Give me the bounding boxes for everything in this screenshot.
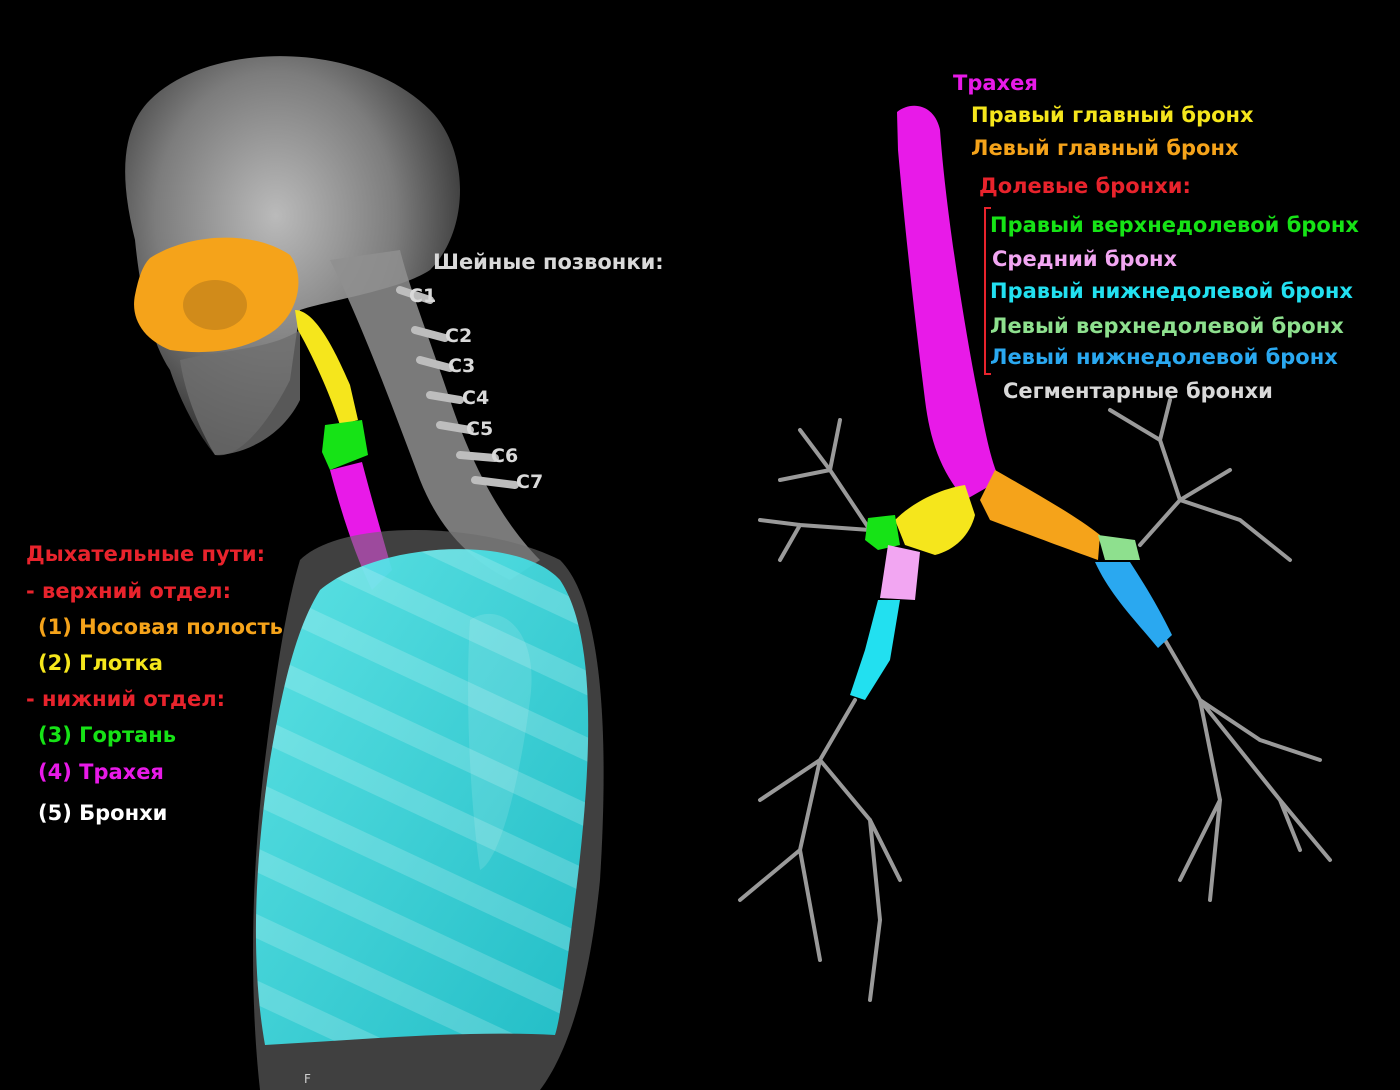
label-trachea: Трахея [953, 71, 1038, 95]
label-left-main-bronchus: Левый главный бронх [971, 136, 1239, 160]
lobar-bracket [984, 207, 991, 375]
legend-larynx: (3) Гортань [38, 723, 177, 747]
airways-legend-title: Дыхательные пути: [26, 542, 266, 566]
nasal-turbinate [183, 280, 247, 330]
label-lobar-bronchi-title: Долевые бронхи: [979, 174, 1191, 198]
label-left-upper-lobar: Левый верхнедолевой бронх [990, 314, 1344, 338]
airways-lower-section: - нижний отдел: [26, 687, 225, 711]
cervical-spine [330, 250, 540, 580]
right-lower-lobar-bronchus [850, 600, 900, 700]
pharynx [295, 310, 358, 425]
legend-nasal-cavity: (1) Носовая полость [38, 615, 283, 639]
legend-pharynx: (2) Глотка [38, 651, 163, 675]
airways-upper-section: - верхний отдел: [26, 579, 231, 603]
left-upper-lobar-bronchus [1098, 535, 1140, 560]
middle-bronchus [880, 545, 920, 600]
legend-trachea: (4) Трахея [38, 760, 164, 784]
label-left-lower-lobar: Левый нижнедолевой бронх [990, 345, 1338, 369]
head-and-thorax-render [125, 56, 604, 1090]
vertebra-label-c7: C7 [516, 471, 544, 493]
vertebra-label-c5: C5 [466, 418, 494, 440]
vertebra-label-c3: C3 [448, 355, 476, 377]
label-right-upper-lobar: Правый верхнедолевой бронх [990, 213, 1359, 237]
label-middle-bronchus: Средний бронх [992, 247, 1178, 271]
bronchial-tree-render [738, 105, 1332, 1002]
segmental-bronchi [738, 398, 1332, 1002]
vertebra-label-c6: C6 [491, 445, 519, 467]
vertebral-processes [396, 286, 519, 489]
cervical-vertebrae-title: Шейные позвонки: [433, 250, 664, 274]
rib-shadows [255, 549, 589, 1045]
vertebra-label-c1: C1 [409, 285, 437, 307]
view-orientation-marker: F [304, 1072, 311, 1086]
left-lower-lobar-bronchus [1095, 562, 1172, 648]
left-main-bronchus [980, 470, 1100, 560]
larynx [322, 420, 368, 470]
legend-bronchi: (5) Бронхи [38, 801, 168, 825]
trachea-right [897, 105, 1000, 501]
jaw [180, 330, 300, 455]
label-right-main-bronchus: Правый главный бронх [971, 103, 1254, 127]
scapula [468, 613, 532, 870]
label-segmental-bronchi: Сегментарные бронхи [1003, 379, 1273, 403]
vertebra-label-c2: C2 [445, 325, 473, 347]
right-main-bronchus [895, 485, 975, 555]
right-upper-lobar-bronchus [865, 515, 900, 550]
label-right-lower-lobar: Правый нижнедолевой бронх [990, 279, 1353, 303]
vertebra-label-c4: C4 [462, 387, 490, 409]
